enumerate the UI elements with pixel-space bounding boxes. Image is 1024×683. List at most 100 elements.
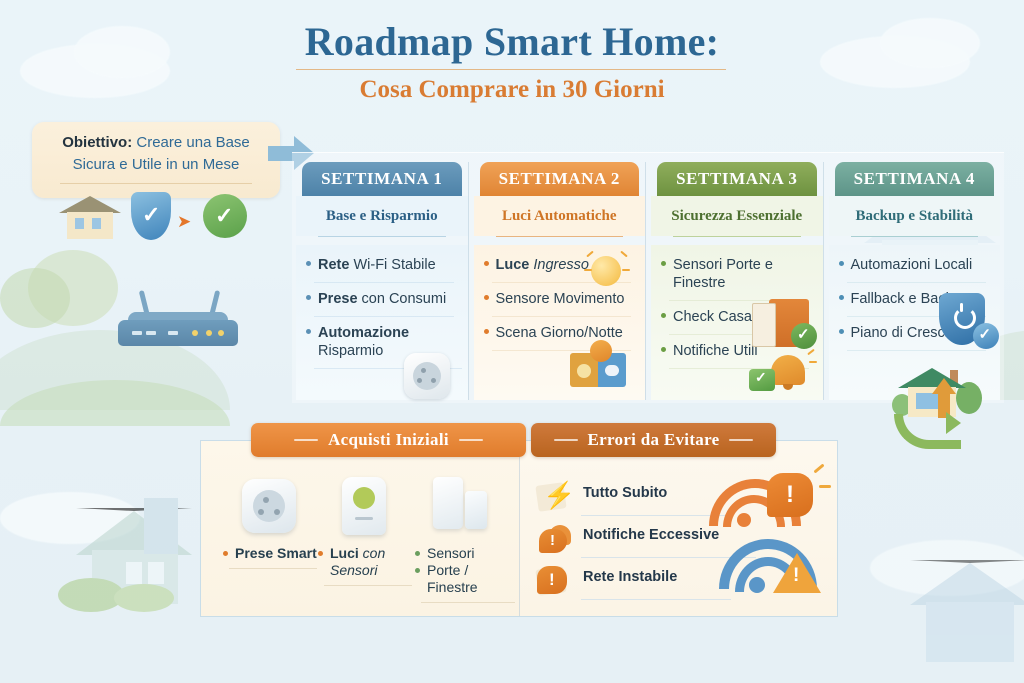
week-subtitle-3: Sicurezza Essenziale bbox=[651, 196, 823, 236]
objective-underline bbox=[59, 183, 253, 184]
week-item-text: Notifiche Utili bbox=[673, 343, 758, 359]
page-subtitle: Cosa Comprare in 30 Giorni bbox=[359, 76, 665, 103]
warning-triangle-icon: ! bbox=[773, 553, 821, 593]
alert-exclamation-icon: ! bbox=[535, 565, 571, 597]
week-card-3[interactable]: SETTIMANA 3 Sicurezza Essenziale Sensori… bbox=[651, 162, 824, 400]
week-card-4[interactable]: SETTIMANA 4 Backup e Stabilità Automazio… bbox=[828, 162, 1001, 400]
mistake-row-2[interactable]: ! Notifiche Eccessive bbox=[537, 519, 819, 561]
week-item-strong: Rete bbox=[318, 257, 350, 273]
purchase-label-line-2: Porte / Finestre bbox=[427, 562, 478, 595]
week-item: Sensore Movimento bbox=[482, 283, 646, 317]
week-item-text: Piano di Crescita bbox=[850, 325, 961, 341]
purchase-label-line-1: Sensori bbox=[427, 545, 475, 561]
purchases-items: Prese Smart Luci con Sensori bbox=[201, 471, 519, 616]
purchase-label-3b: Porte / Finestre bbox=[411, 562, 517, 603]
week-item: Automazioni Locali bbox=[837, 249, 1001, 283]
week-subtitle-4: Backup e Stabilità bbox=[828, 196, 1000, 236]
mistake-row-1[interactable]: ⚡ Tutto Subito bbox=[535, 477, 819, 519]
week-item: Automazione Risparmio bbox=[304, 317, 462, 369]
week-item: Luce Ingresso bbox=[482, 249, 646, 283]
week-item: Fallback e Backup bbox=[837, 283, 1001, 317]
purchase-item-1[interactable]: Prese Smart bbox=[219, 471, 319, 569]
weeks-container: SETTIMANA 1 Base e Risparmio Rete Wi-Fi … bbox=[296, 162, 1000, 400]
wifi-error-badge: ! bbox=[767, 473, 813, 517]
flow-arrow-icon bbox=[268, 136, 314, 170]
week-item-rest: Wi-Fi Stabile bbox=[349, 257, 436, 273]
objective-label: Obiettivo: bbox=[62, 134, 133, 151]
week-subtitle-rule-1 bbox=[318, 236, 446, 237]
week-item: Piano di Crescita bbox=[837, 317, 1001, 351]
motion-light-icon bbox=[342, 477, 386, 535]
week-subtitle-2: Luci Automatiche bbox=[473, 196, 645, 236]
page-title: Roadmap Smart Home: bbox=[304, 19, 720, 64]
smart-plug-icon bbox=[242, 479, 296, 533]
bottom-panels: Prese Smart Luci con Sensori bbox=[200, 423, 838, 617]
week-item-text: Check Casa bbox=[673, 309, 752, 325]
mistakes-banner-label: Errori da Evitare bbox=[587, 430, 720, 449]
growth-house-icon bbox=[890, 366, 1010, 449]
week-item-rest: con Consumi bbox=[357, 291, 447, 307]
objective-box: Obiettivo: Creare una Base Sicura e Util… bbox=[32, 122, 280, 198]
week-badge-4: SETTIMANA 4 bbox=[834, 162, 994, 196]
week-badge-3: SETTIMANA 3 bbox=[657, 162, 817, 196]
week-item-text: Scena Giorno/Notte bbox=[495, 325, 623, 341]
week-item-strong: Prese bbox=[318, 291, 358, 307]
week-subtitle-1: Base e Risparmio bbox=[296, 196, 468, 236]
mistake-label-1: Tutto Subito bbox=[583, 485, 668, 501]
green-check-icon: ✓ bbox=[203, 194, 247, 238]
notification-bell-icon: ! bbox=[537, 523, 571, 555]
objective-line-1: Obiettivo: Creare una Base bbox=[44, 132, 268, 153]
banner-dash-right bbox=[729, 439, 754, 441]
week-subtitle-rule-2 bbox=[495, 236, 623, 237]
week-item: Scena Giorno/Notte bbox=[482, 317, 646, 351]
purchases-panel: Prese Smart Luci con Sensori bbox=[201, 441, 519, 616]
week-item-text: Automazioni Locali bbox=[850, 257, 973, 273]
week-item: Check Casa bbox=[659, 301, 823, 335]
week-card-2[interactable]: SETTIMANA 2 Luci Automatiche Luce Ingres… bbox=[473, 162, 646, 400]
week-body-2: Luce Ingresso Sensore Movimento Scena Gi… bbox=[473, 245, 646, 400]
purchase-label-strong: Prese bbox=[235, 545, 274, 561]
wifi-router-icon bbox=[118, 290, 238, 346]
week-body-3: Sensori Porte e Finestre Check Casa Noti… bbox=[651, 245, 823, 400]
purchase-label-3: Sensori bbox=[411, 545, 517, 562]
shield-check-icon: ✓ bbox=[131, 192, 171, 240]
purchases-banner: Acquisti Iniziali bbox=[251, 423, 526, 457]
week-item-strong: Automazione bbox=[318, 325, 410, 341]
week-subtitle-rule-4 bbox=[850, 236, 978, 237]
spark-icon: ➤ bbox=[177, 212, 192, 231]
background-house-right bbox=[900, 560, 1024, 670]
week-badge-1: SETTIMANA 1 bbox=[302, 162, 462, 196]
week-item: Prese con Consumi bbox=[304, 283, 468, 317]
mistakes-banner: Errori da Evitare bbox=[531, 423, 776, 457]
title-divider bbox=[296, 69, 726, 70]
mistakes-items: ⚡ Tutto Subito ! Notifiche Eccessive ! R… bbox=[535, 477, 819, 603]
mistake-label-2: Notifiche Eccessive bbox=[583, 527, 720, 543]
purchase-item-2[interactable]: Luci con Sensori bbox=[314, 471, 414, 586]
week-item-strong: Luce bbox=[495, 257, 530, 273]
banner-dash-right bbox=[458, 439, 483, 441]
week-item-text: Sensore Movimento bbox=[495, 291, 625, 307]
week-item-text: Fallback e Backup bbox=[850, 291, 969, 307]
week-card-1[interactable]: SETTIMANA 1 Base e Risparmio Rete Wi-Fi … bbox=[296, 162, 469, 400]
mistake-row-3[interactable]: ! Rete Instabile bbox=[535, 561, 819, 603]
day-night-scene-icon bbox=[569, 340, 626, 387]
purchase-item-3[interactable]: Sensori Porte / Finestre bbox=[411, 471, 517, 603]
lightning-bolt-icon: ⚡ bbox=[535, 481, 575, 513]
banner-dash-left bbox=[553, 439, 578, 441]
week-item: Notifiche Utili bbox=[659, 335, 823, 369]
mistake-label-3: Rete Instabile bbox=[583, 569, 678, 585]
objective-text-1: Creare una Base bbox=[136, 134, 250, 151]
purchase-label-strong: Luci bbox=[330, 545, 359, 561]
house-icon bbox=[59, 196, 121, 240]
banner-dash-left bbox=[294, 439, 319, 441]
week-item: Sensori Porte e Finestre bbox=[659, 249, 823, 301]
purchase-label-rest: con Sensori bbox=[330, 545, 386, 578]
purchase-label-2: Luci con Sensori bbox=[314, 545, 414, 586]
week-item-rest: Risparmio bbox=[318, 343, 384, 359]
purchases-banner-label: Acquisti Iniziali bbox=[328, 430, 449, 449]
purchase-label-1: Prese Smart bbox=[219, 545, 319, 569]
purchase-label-rest: Smart bbox=[273, 545, 317, 561]
door-window-sensor-icon bbox=[433, 477, 463, 529]
week-subtitle-rule-3 bbox=[673, 236, 801, 237]
